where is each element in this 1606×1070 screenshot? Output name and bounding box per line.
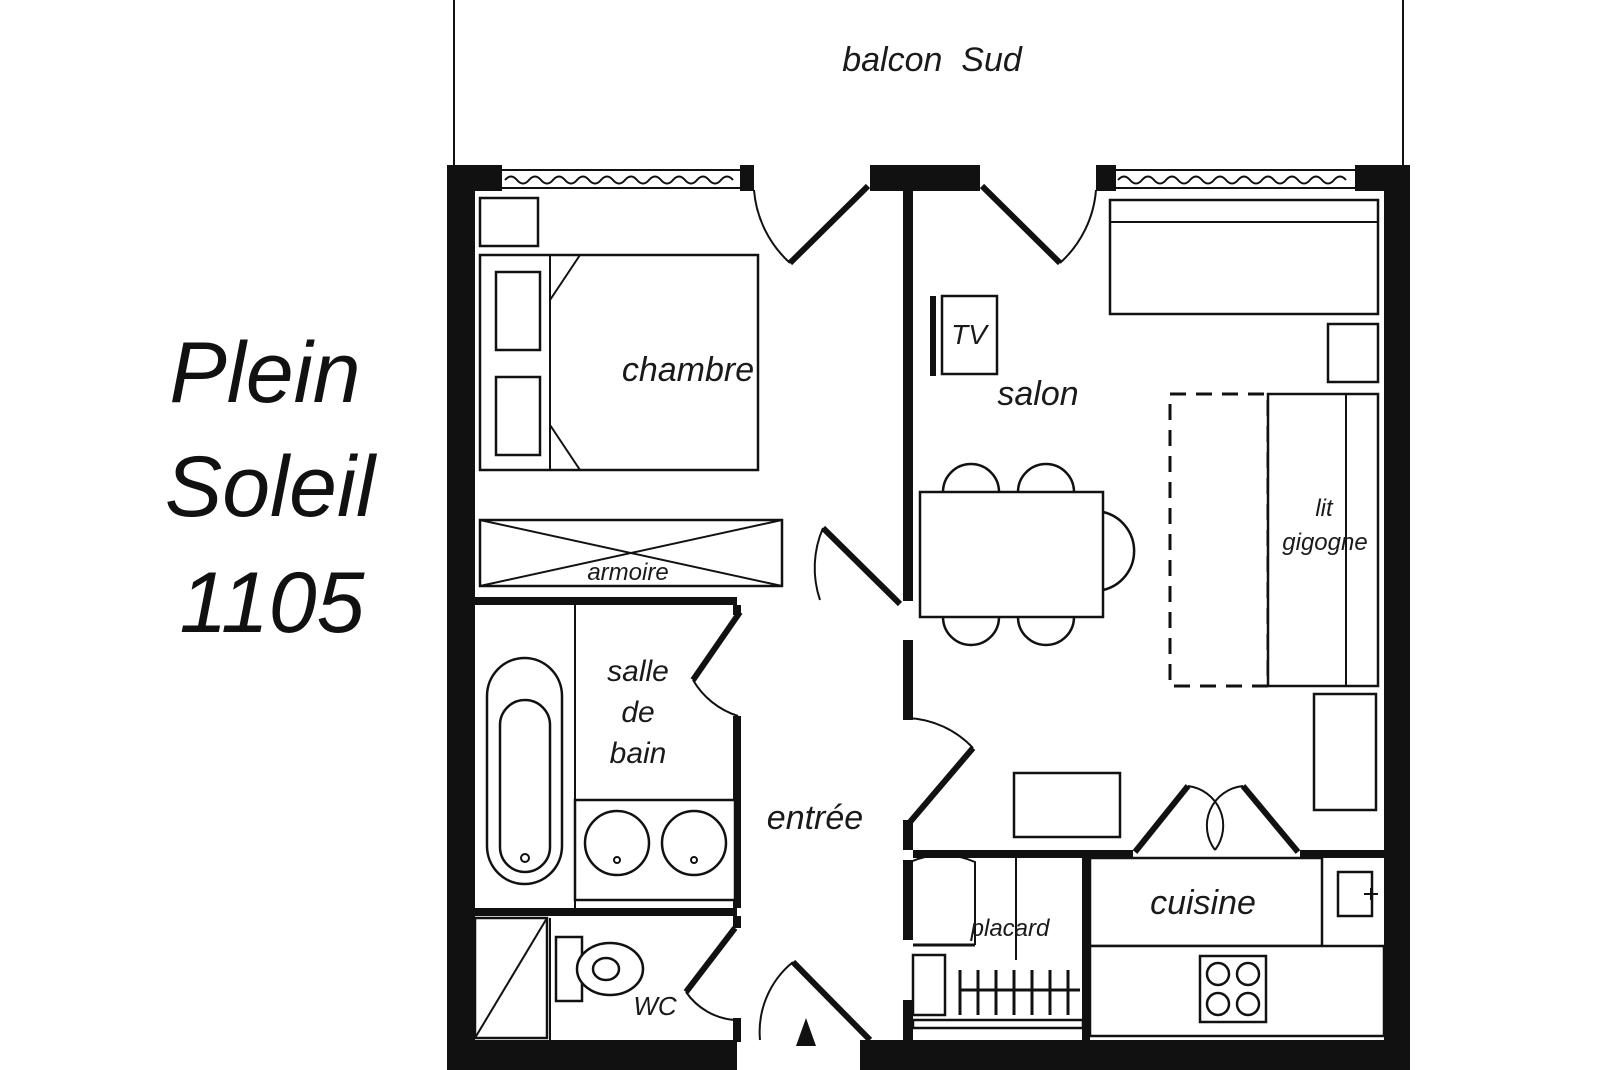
sofa	[1108, 198, 1380, 316]
label-bath-line1: salle	[607, 655, 669, 688]
exterior-walls	[447, 165, 1410, 1070]
door-bathroom	[690, 610, 743, 717]
bunk-bed	[1168, 392, 1380, 688]
wc-shaft	[473, 916, 549, 1040]
bathtub	[485, 656, 564, 886]
label-tv: TV	[951, 319, 989, 350]
double-bed	[478, 253, 760, 472]
title-line-2: Soleil	[165, 439, 378, 535]
window-bedroom	[502, 169, 740, 189]
nightstand	[478, 196, 540, 248]
door-bedroom	[813, 525, 903, 607]
label-bedroom: chambre	[622, 351, 754, 389]
label-living: salon	[997, 375, 1078, 413]
window-living	[1116, 169, 1355, 189]
cabinet	[1312, 692, 1378, 812]
door-living-balcony	[979, 183, 1097, 266]
fridge	[1336, 870, 1378, 918]
interior-walls	[475, 191, 1384, 1045]
door-kitchen	[1132, 784, 1301, 854]
side-table	[1326, 322, 1380, 384]
label-bunk-line2: gigogne	[1282, 529, 1367, 556]
door-entrance	[758, 959, 873, 1046]
tv-unit	[930, 294, 999, 376]
door-bedroom-balcony	[753, 183, 871, 266]
door-wc	[683, 926, 738, 1021]
label-entry: entrée	[767, 799, 863, 837]
cooktop	[1198, 954, 1268, 1024]
label-kitchen: cuisine	[1150, 884, 1256, 922]
label-bunk-line1: lit	[1315, 495, 1334, 522]
title-line-1: Plein	[169, 325, 360, 421]
label-closet: placard	[970, 915, 1050, 942]
double-sink	[573, 798, 737, 902]
dining-table	[918, 462, 1136, 647]
toilet	[554, 935, 645, 1003]
label-wc: WC	[633, 991, 677, 1021]
door-closet	[909, 854, 976, 947]
label-bath-line3: bain	[610, 737, 667, 770]
label-wardrobe: armoire	[587, 559, 668, 586]
wardrobe	[478, 518, 784, 588]
label-bath-line2: de	[621, 696, 654, 729]
label-balcony: balcon Sud	[842, 41, 1023, 79]
balcony-outline	[453, 0, 1404, 165]
door-living-entry	[907, 717, 976, 824]
closet-storage	[911, 858, 1085, 1030]
sideboard	[1012, 771, 1122, 839]
title-line-3: 1105	[180, 555, 366, 651]
